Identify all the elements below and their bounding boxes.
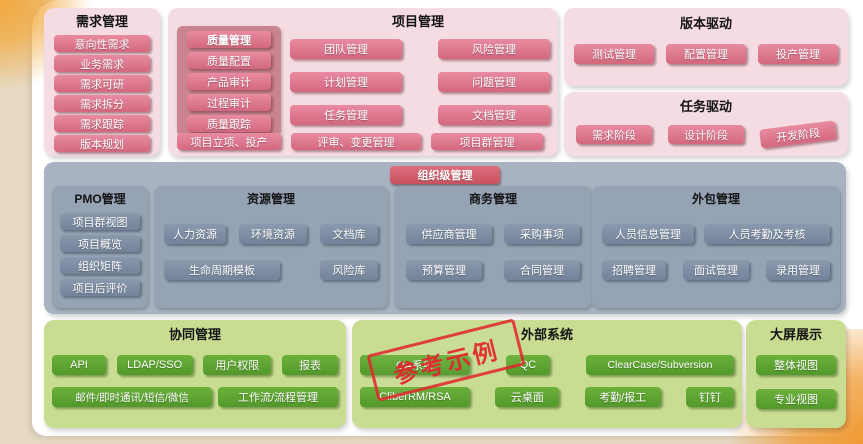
module-task-management[interactable]: 任务管理 — [290, 105, 402, 125]
panel-resource-management: 资源管理 人力资源 环境资源 文档库 生命周期模板 风险库 — [154, 186, 388, 308]
module-development-phase[interactable]: 开发阶段 — [759, 120, 837, 149]
module-reports[interactable]: 报表 — [281, 355, 338, 375]
module-supplier-management[interactable]: 供应商管理 — [406, 224, 492, 244]
module-cliberrm-rsa[interactable]: CliberRM/RSA — [360, 387, 470, 407]
panel-organization-management: 组织级管理 PMO管理 项目群视图 项目概览 组织矩阵 项目后评价 资源管理 人… — [44, 162, 846, 314]
panel-title: 需求管理 — [75, 14, 128, 29]
subpanel-title: PMO管理 — [74, 192, 126, 206]
resource-row-2: 生命周期模板 风险库 — [164, 260, 378, 280]
module-cloud-desktop[interactable]: 云桌面 — [495, 387, 560, 407]
business-row-1: 供应商管理 采购事项 — [406, 224, 580, 244]
module-requirements-phase[interactable]: 需求阶段 — [576, 125, 652, 144]
panel-title: 外部系统 — [520, 327, 573, 342]
module-program-view[interactable]: 项目群视图 — [60, 213, 140, 230]
module-quality-configuration[interactable]: 质量配置 — [187, 52, 271, 69]
module-risk-library[interactable]: 风险库 — [320, 260, 378, 280]
module-api[interactable]: API — [52, 355, 106, 375]
organization-management-title: 组织级管理 — [390, 166, 500, 184]
version-driven-row: 测试管理 配置管理 投产管理 — [574, 44, 838, 64]
collaboration-row-1: API LDAP/SSO 用户权限 报表 — [52, 355, 338, 375]
subpanel-title: 商务管理 — [468, 192, 517, 206]
panel-requirements-management: 需求管理 意向性需求 业务需求 需求可研 需求拆分 需求跟踪 版本规划 — [44, 8, 160, 156]
module-design-phase[interactable]: 设计阶段 — [668, 125, 744, 144]
module-requirements-feasibility[interactable]: 需求可研 — [54, 75, 150, 92]
collaboration-row-2: 邮件/即时通讯/短信/微信 工作流/流程管理 — [52, 387, 338, 407]
module-requirements-breakdown[interactable]: 需求拆分 — [54, 95, 150, 112]
panel-big-screen-display: 大屏展示 整体视图 专业视图 — [746, 320, 846, 428]
module-risk-management[interactable]: 风险管理 — [438, 39, 550, 59]
panel-title: 大屏展示 — [769, 327, 822, 342]
module-overall-view[interactable]: 整体视图 — [756, 355, 836, 375]
module-oa-system[interactable]: OA系统 — [360, 355, 470, 375]
module-team-management[interactable]: 团队管理 — [290, 39, 402, 59]
resource-row-1: 人力资源 环境资源 文档库 — [164, 224, 378, 244]
module-organization-matrix[interactable]: 组织矩阵 — [60, 257, 140, 274]
module-human-resources[interactable]: 人力资源 — [164, 224, 226, 244]
task-driven-row: 需求阶段 设计阶段 开发阶段 — [576, 120, 837, 149]
panel-business-management: 商务管理 供应商管理 采购事项 预算管理 合同管理 — [394, 186, 592, 308]
module-professional-view[interactable]: 专业视图 — [756, 389, 836, 409]
module-requirements-tracking[interactable]: 需求跟踪 — [54, 115, 150, 132]
module-workflow-process-management[interactable]: 工作流/流程管理 — [218, 387, 338, 407]
panel-outsourcing-management: 外包管理 人员信息管理 人员考勤及考核 招聘管理 面试管理 录用管理 — [592, 186, 840, 308]
module-email-im-sms-wechat[interactable]: 邮件/即时通讯/短信/微信 — [52, 387, 212, 407]
module-program-management[interactable]: 项目群管理 — [431, 133, 543, 150]
module-interview-management[interactable]: 面试管理 — [683, 260, 749, 280]
project-footer-row: 项目立项、投产 评审、变更管理 项目群管理 — [177, 133, 549, 150]
module-ldap-sso[interactable]: LDAP/SSO — [116, 355, 193, 375]
module-document-management[interactable]: 文档管理 — [438, 105, 550, 125]
module-project-overview[interactable]: 项目概览 — [60, 235, 140, 252]
panel-quality-management: 质量管理 质量配置 产品审计 过程审计 质量跟踪 — [177, 26, 281, 136]
panel-title: 项目管理 — [391, 14, 444, 29]
module-environment-resources[interactable]: 环境资源 — [239, 224, 307, 244]
module-version-planning[interactable]: 版本规划 — [54, 135, 150, 152]
module-document-library[interactable]: 文档库 — [320, 224, 378, 244]
panel-pmo-management: PMO管理 项目群视图 项目概览 组织矩阵 项目后评价 — [52, 186, 148, 308]
module-budget-management[interactable]: 预算管理 — [406, 260, 482, 280]
project-modules-grid: 团队管理 风险管理 计划管理 问题管理 任务管理 文档管理 — [290, 39, 550, 125]
module-configuration-management[interactable]: 配置管理 — [666, 44, 746, 64]
module-procurement-items[interactable]: 采购事项 — [504, 224, 580, 244]
module-recruitment-management[interactable]: 招聘管理 — [602, 260, 666, 280]
outsourcing-row-2: 招聘管理 面试管理 录用管理 — [602, 260, 830, 280]
module-test-management[interactable]: 测试管理 — [574, 44, 654, 64]
module-hiring-management[interactable]: 录用管理 — [766, 260, 830, 280]
module-business-requirements[interactable]: 业务需求 — [54, 55, 150, 72]
panel-project-management: 项目管理 质量管理 质量配置 产品审计 过程审计 质量跟踪 团队管理 风险管理 … — [168, 8, 558, 156]
module-user-permissions[interactable]: 用户权限 — [203, 355, 272, 375]
panel-version-driven: 版本驱动 测试管理 配置管理 投产管理 — [564, 8, 848, 86]
module-project-initiation-launch[interactable]: 项目立项、投产 — [177, 133, 281, 150]
module-product-audit[interactable]: 产品审计 — [187, 73, 271, 90]
module-dingtalk[interactable]: 钉钉 — [685, 387, 734, 407]
module-release-management[interactable]: 投产管理 — [758, 44, 838, 64]
module-qc[interactable]: QC — [506, 355, 550, 375]
module-attendance-reporting[interactable]: 考勤/报工 — [584, 387, 661, 407]
module-attendance-assessment[interactable]: 人员考勤及考核 — [704, 224, 830, 244]
module-clearcase-subversion[interactable]: ClearCase/Subversion — [586, 355, 734, 375]
panel-title: 协同管理 — [168, 327, 221, 342]
module-process-audit[interactable]: 过程审计 — [187, 94, 271, 111]
panel-title: 任务驱动 — [679, 99, 732, 114]
module-contract-management[interactable]: 合同管理 — [504, 260, 580, 280]
module-lifecycle-template[interactable]: 生命周期模板 — [164, 260, 280, 280]
panel-title: 版本驱动 — [679, 16, 732, 31]
module-issue-management[interactable]: 问题管理 — [438, 72, 550, 92]
outsourcing-row-1: 人员信息管理 人员考勤及考核 — [602, 224, 830, 244]
panel-task-driven: 任务驱动 需求阶段 设计阶段 开发阶段 — [564, 92, 848, 156]
module-quality-tracking[interactable]: 质量跟踪 — [187, 115, 271, 132]
module-post-project-evaluation[interactable]: 项目后评价 — [60, 279, 140, 296]
subpanel-title: 资源管理 — [246, 192, 295, 206]
module-intent-requirements[interactable]: 意向性需求 — [54, 35, 150, 52]
quality-management-title: 质量管理 — [187, 31, 271, 48]
subpanel-title: 外包管理 — [691, 192, 740, 206]
module-personnel-info-management[interactable]: 人员信息管理 — [602, 224, 694, 244]
business-row-2: 预算管理 合同管理 — [406, 260, 580, 280]
external-row-1: OA系统 QC ClearCase/Subversion — [360, 355, 734, 375]
panel-collaboration-management: 协同管理 API LDAP/SSO 用户权限 报表 邮件/即时通讯/短信/微信 … — [44, 320, 346, 428]
panel-external-systems: 外部系统 OA系统 QC ClearCase/Subversion Cliber… — [352, 320, 742, 428]
module-plan-management[interactable]: 计划管理 — [290, 72, 402, 92]
module-review-change-management[interactable]: 评审、变更管理 — [291, 133, 421, 150]
